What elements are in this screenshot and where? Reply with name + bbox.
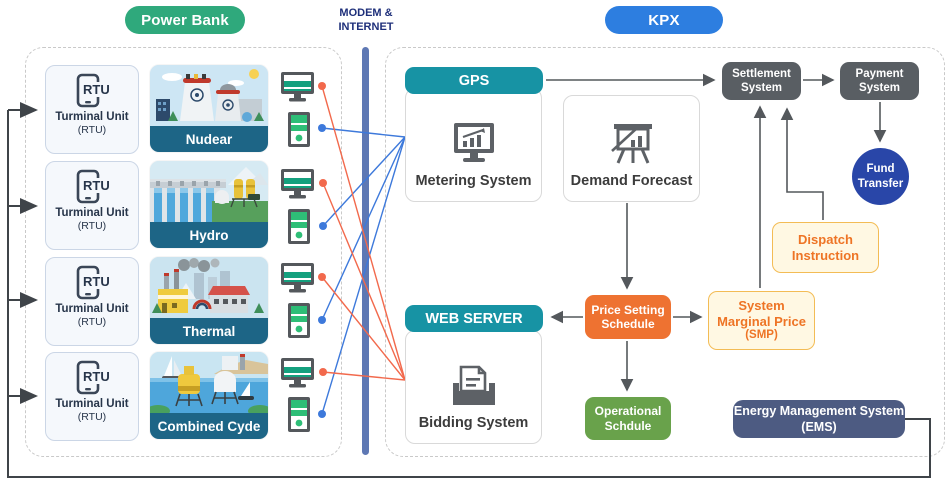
- demand-forecast-box: Demand Forecast: [563, 95, 700, 202]
- rtu-icon-label: RTU: [82, 274, 111, 289]
- smp-line3: (SMP): [745, 329, 778, 342]
- server-tower-icon: [288, 303, 310, 338]
- plant-name: Combined Cyde: [157, 418, 261, 434]
- rtu-sub: (RTU): [77, 220, 107, 232]
- settlement-line2: System: [741, 82, 782, 94]
- rtu-title: Turminal Unit: [55, 303, 129, 315]
- desktop-monitor-icon: [281, 263, 314, 293]
- modem-line1: MODEM &: [339, 7, 393, 19]
- thermal-plant-illustration: [150, 257, 268, 318]
- metering-monitor-chart-icon: [453, 123, 494, 162]
- rtu-box-2: RTU Turminal Unit (RTU): [45, 161, 139, 250]
- server-tower-icon: [288, 209, 310, 244]
- rtu-title: Turminal Unit: [55, 207, 129, 219]
- operational-line1: Operational: [594, 404, 662, 419]
- rtu-icon-label: RTU: [82, 82, 111, 97]
- plant-label-combined: Combined Cyde: [150, 413, 268, 439]
- ems-box: Energy Management System (EMS): [733, 400, 905, 438]
- price-setting-line1: Price Setting: [591, 302, 665, 317]
- rtu-icon-label: RTU: [82, 369, 111, 384]
- settlement-system-box: Settlement System: [722, 62, 801, 100]
- rtu-box-1: RTU Turminal Unit (RTU): [45, 65, 139, 154]
- fund-line1: Fund: [866, 163, 895, 176]
- plant-card-thermal: Thermal: [150, 257, 268, 344]
- power-bank-title-label: Power Bank: [141, 11, 229, 29]
- power-bank-title: Power Bank: [125, 6, 245, 34]
- nuclear-plant-illustration: [150, 65, 268, 126]
- demand-forecast-presentation-icon: [610, 124, 652, 164]
- ems-line2: (EMS): [801, 420, 837, 434]
- dispatch-line2: Instruction: [791, 247, 860, 263]
- rtu-phone-icon: RTU: [64, 360, 120, 396]
- plant-name: Nudear: [185, 131, 233, 147]
- smp-box: System Marginal Price (SMP): [708, 291, 815, 350]
- rtu-box-3: RTU Turminal Unit (RTU): [45, 257, 139, 346]
- plant-name: Thermal: [182, 323, 236, 339]
- fund-line2: Transfer: [857, 177, 904, 190]
- server-tower-icon: [288, 397, 310, 432]
- kpx-title: KPX: [605, 6, 723, 34]
- bidding-system-label: Bidding System: [418, 415, 529, 431]
- plant-label-thermal: Thermal: [150, 318, 268, 344]
- rtu-phone-icon: RTU: [64, 73, 120, 109]
- rtu-sub: (RTU): [77, 411, 107, 423]
- web-server-label: WEB SERVER: [425, 310, 523, 327]
- rtu-title: Turminal Unit: [55, 111, 129, 123]
- demand-forecast-label: Demand Forecast: [570, 173, 693, 189]
- rtu-sub: (RTU): [77, 316, 107, 328]
- hydro-plant-illustration: [150, 161, 268, 222]
- desktop-monitor-icon: [281, 169, 314, 199]
- metering-system-box: Metering System: [405, 88, 542, 202]
- bidding-system-box: Bidding System: [405, 330, 542, 444]
- rtu-phone-icon: RTU: [64, 265, 120, 301]
- smp-line1: System: [738, 298, 785, 313]
- smp-line2: Marginal Price: [717, 313, 806, 329]
- bidding-document-tray-icon: [452, 365, 495, 405]
- payment-system-box: Payment System: [840, 62, 919, 100]
- fund-transfer-circle: Fund Transfer: [852, 148, 909, 205]
- server-tower-icon: [288, 112, 310, 147]
- rtu-box-4: RTU Turminal Unit (RTU): [45, 352, 139, 441]
- payment-line1: Payment: [855, 67, 904, 80]
- plant-label-hydro: Hydro: [150, 222, 268, 248]
- combined-cycle-illustration: [150, 352, 268, 413]
- rtu-title: Turminal Unit: [55, 398, 129, 410]
- gps-header: GPS: [405, 67, 543, 94]
- plant-card-nuclear: Nudear: [150, 65, 268, 152]
- modem-line2: INTERNET: [338, 20, 394, 33]
- price-setting-line2: Schedule: [601, 317, 655, 331]
- web-server-header: WEB SERVER: [405, 305, 543, 332]
- modem-internet-label: MODEM & INTERNET: [328, 7, 404, 35]
- rtu-icon-label: RTU: [82, 178, 111, 193]
- payment-line2: System: [859, 82, 900, 94]
- rtu-sub: (RTU): [77, 124, 107, 136]
- kpx-title-label: KPX: [648, 11, 680, 29]
- rtu-phone-icon: RTU: [64, 169, 120, 205]
- plant-name: Hydro: [189, 227, 229, 243]
- dispatch-line1: Dispatch: [798, 231, 853, 247]
- operational-schedule-box: Operational Schdule: [585, 397, 671, 440]
- desktop-monitor-icon: [281, 358, 314, 388]
- dispatch-instruction-box: Dispatch Instruction: [772, 222, 879, 273]
- price-setting-schedule-box: Price Setting Schedule: [585, 295, 671, 339]
- operational-line2: Schdule: [604, 418, 652, 433]
- plant-card-hydro: Hydro: [150, 161, 268, 248]
- gps-label: GPS: [458, 72, 490, 89]
- desktop-monitor-icon: [281, 72, 314, 102]
- metering-system-label: Metering System: [415, 173, 532, 189]
- plant-card-combined: Combined Cyde: [150, 352, 268, 439]
- ems-line1: Energy Management System: [733, 403, 905, 418]
- settlement-line1: Settlement: [732, 67, 791, 80]
- modem-internet-bar: [362, 47, 369, 455]
- plant-label-nuclear: Nudear: [150, 126, 268, 152]
